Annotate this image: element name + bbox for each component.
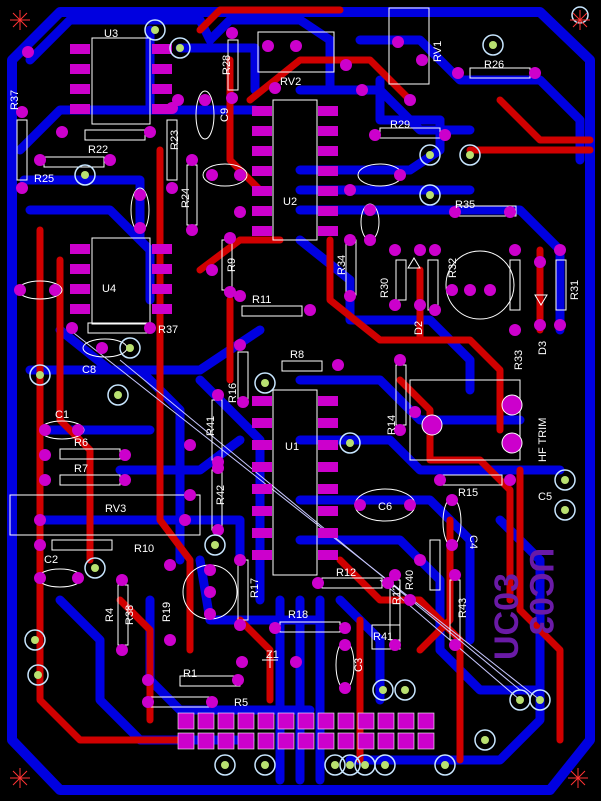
ic-pads — [70, 44, 338, 560]
u2-outline — [272, 99, 318, 241]
u4-outline — [91, 237, 151, 325]
rv3-outline — [9, 494, 201, 536]
label-r43: R43 — [457, 598, 469, 618]
fiducial-bottom-right — [568, 768, 588, 788]
u1-outline — [272, 389, 318, 576]
label-u1: U1 — [285, 441, 299, 453]
header-connector — [177, 712, 435, 750]
label-c9: C9 — [219, 108, 231, 122]
board-marking-uc03: UC03 — [488, 573, 526, 660]
label-r30: R30 — [379, 278, 391, 298]
component-pads — [14, 27, 566, 708]
label-r12: R12 — [336, 567, 356, 579]
label-r40: R40 — [404, 570, 416, 590]
label-r6: R6 — [74, 437, 88, 449]
label-r5: R5 — [234, 697, 248, 709]
label-r24: R24 — [180, 188, 192, 208]
label-r32: R32 — [447, 258, 459, 278]
label-z1: Z1 — [266, 649, 279, 661]
label-u3: U3 — [104, 28, 118, 40]
label-r41: R41 — [373, 631, 393, 643]
large-pads — [421, 394, 523, 454]
rv1-outline — [388, 7, 430, 85]
label-hf-trim: HF TRIM — [537, 418, 549, 462]
label-r15: R15 — [458, 487, 478, 499]
label-r35: R35 — [455, 199, 475, 211]
label-r38: R38 — [124, 605, 136, 625]
label-d3: D3 — [537, 341, 549, 355]
label-r7: R7 — [74, 463, 88, 475]
label-r33: R33 — [513, 350, 525, 370]
label-rv1: RV1 — [432, 41, 444, 62]
label-r42: R42 — [215, 485, 227, 505]
vias — [24, 6, 589, 776]
label-u4: U4 — [102, 283, 116, 295]
label-r34: R34 — [336, 255, 348, 275]
label-c3: C3 — [353, 658, 365, 672]
label-c8: C8 — [82, 364, 96, 376]
label-r25: R25 — [34, 173, 54, 185]
label-c6: C6 — [378, 501, 392, 513]
label-d2: D2 — [413, 321, 425, 335]
label-r11: R11 — [252, 294, 271, 306]
label-r29: R29 — [390, 119, 410, 131]
label-r17: R17 — [249, 578, 261, 598]
label-r18: R18 — [288, 609, 308, 621]
label-u2: U2 — [283, 196, 297, 208]
label-c5: C5 — [538, 491, 552, 503]
label-r26: R26 — [484, 59, 504, 71]
label-rv2: RV2 — [280, 76, 301, 88]
label-c2: C2 — [44, 554, 58, 566]
hf-trim-outline — [409, 379, 521, 461]
label-r10: R10 — [134, 543, 154, 555]
fiducial-marks — [10, 10, 590, 788]
reference-labels: U3 U4 U2 U1 R22 R25 R37 R37 C8 C1 R6 R7 … — [9, 28, 581, 709]
label-r9: R9 — [226, 258, 238, 272]
label-r8: R8 — [290, 349, 304, 361]
label-c4: C4 — [467, 535, 479, 549]
label-r37-right: R37 — [158, 324, 178, 336]
label-r28: R28 — [221, 55, 233, 75]
label-r12-vertical: R12 — [391, 585, 403, 605]
label-r41-left: R41 — [205, 416, 217, 436]
label-r37-left: R37 — [9, 90, 21, 110]
rv-circle-right — [445, 250, 515, 320]
fiducial-top-left — [10, 10, 30, 30]
label-r4: R4 — [104, 608, 116, 622]
label-c1: C1 — [55, 409, 69, 421]
label-r19: R19 — [161, 602, 173, 622]
rv2-outline — [257, 31, 335, 73]
fiducial-top-right — [570, 10, 590, 30]
label-r23: R23 — [169, 130, 181, 150]
label-r16: R16 — [227, 383, 239, 403]
label-rv3: RV3 — [105, 503, 126, 515]
board-marking-uc03-mirrored: UC03 — [522, 548, 560, 635]
bottom-copper-layer — [7, 7, 595, 795]
label-r14: R14 — [386, 415, 398, 435]
fiducial-bottom-left — [10, 768, 30, 788]
label-r31: R31 — [569, 280, 581, 300]
u3-outline — [91, 37, 151, 125]
label-r1: R1 — [183, 668, 197, 680]
label-r22: R22 — [88, 144, 108, 156]
